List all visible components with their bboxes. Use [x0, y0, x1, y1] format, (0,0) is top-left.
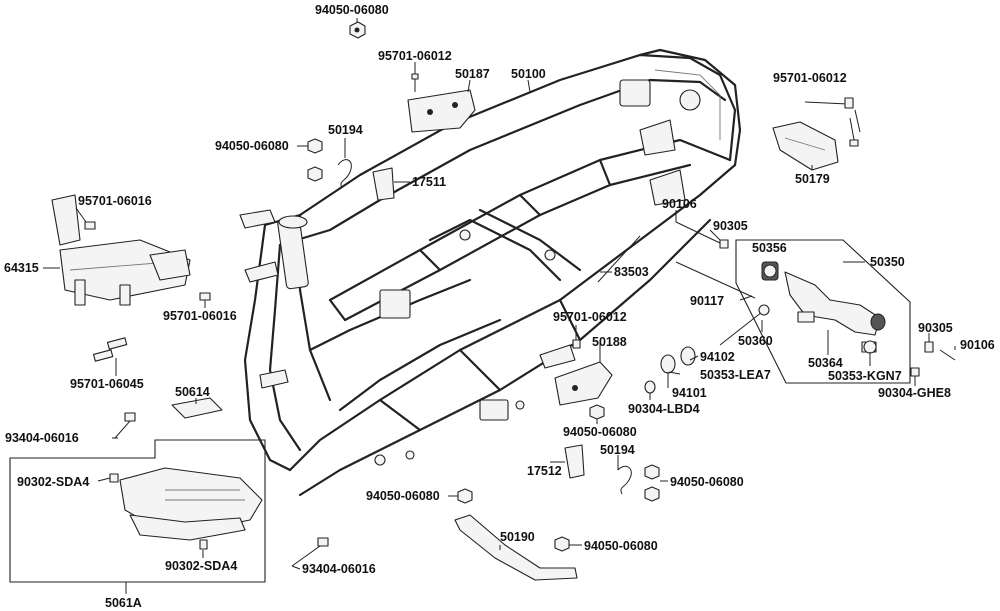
label-50187: 50187: [455, 67, 490, 81]
label-90106-a: 90106: [662, 197, 697, 211]
label-50364: 50364: [808, 356, 843, 370]
label-90302-sda4-a: 90302-SDA4: [17, 475, 89, 489]
label-50190: 50190: [500, 530, 535, 544]
label-94102: 94102: [700, 350, 735, 364]
label-94050-06080-c: 94050-06080: [563, 425, 637, 439]
label-90302-sda4-b: 90302-SDA4: [165, 559, 237, 573]
label-95701-06012-b: 95701-06012: [773, 71, 847, 85]
guard-50190: [454, 514, 578, 581]
label-93404-06016-a: 93404-06016: [5, 431, 79, 445]
leader-lines: [43, 18, 956, 594]
swing-link-assembly: [735, 239, 911, 384]
label-50353-kgn7: 50353-KGN7: [828, 369, 902, 383]
clip-50194-b: [617, 465, 632, 495]
part-labels: 94050-06080 95701-06012 50187 50100 9570…: [4, 3, 995, 610]
label-50353-lea7: 50353-LEA7: [700, 368, 771, 382]
label-83503: 83503: [614, 265, 649, 279]
label-50614: 50614: [175, 385, 210, 399]
label-64315: 64315: [4, 261, 39, 275]
label-50194-b: 50194: [600, 443, 635, 457]
label-50360: 50360: [738, 334, 773, 348]
nut-94050-06080-top: [349, 21, 366, 39]
bolt-93404-06016-a: [114, 412, 136, 439]
label-90304-lbd4: 90304-LBD4: [628, 402, 700, 416]
shafts: [597, 221, 770, 346]
bolt-95701-06012-a: [411, 73, 419, 92]
label-94050-06080-e: 94050-06080: [366, 489, 440, 503]
label-50356: 50356: [752, 241, 787, 255]
label-50194-a: 50194: [328, 123, 363, 137]
label-90305-b: 90305: [918, 321, 953, 335]
bracket-50188: [554, 339, 613, 406]
bolts-95701-06045: [92, 337, 128, 362]
label-5061a: 5061A: [105, 596, 142, 610]
clip-50194-a: [337, 159, 352, 189]
label-95701-06012-a: 95701-06012: [378, 49, 452, 63]
label-94101: 94101: [672, 386, 707, 400]
label-94050-06080-top: 94050-06080: [315, 3, 389, 17]
label-50350: 50350: [870, 255, 905, 269]
label-17511: 17511: [412, 175, 446, 189]
nut-94050-06080-b: [307, 138, 323, 182]
label-94050-06080-d: 94050-06080: [670, 475, 744, 489]
label-95701-06016-b: 95701-06016: [163, 309, 237, 323]
spacers-94101-94102: [644, 346, 696, 394]
label-90305-a: 90305: [713, 219, 748, 233]
label-50188: 50188: [592, 335, 627, 349]
label-50179: 50179: [795, 172, 830, 186]
label-95701-06012-c: 95701-06012: [553, 310, 627, 324]
label-95701-06016-a: 95701-06016: [78, 194, 152, 208]
bracket-50187: [407, 89, 476, 133]
bolt-93404-06016-b: [291, 537, 329, 567]
washers-right: [910, 341, 956, 377]
bracket-50179: [772, 121, 839, 171]
bolts-95701-06012-b: [804, 97, 861, 147]
label-93404-06016-b: 93404-06016: [302, 562, 376, 576]
label-94050-06080-f: 94050-06080: [584, 539, 658, 553]
bracket-64315: [51, 194, 191, 306]
label-17512: 17512: [527, 464, 562, 478]
nuts-middle: [457, 404, 660, 552]
label-50100: 50100: [511, 67, 546, 81]
label-94050-06080-b: 94050-06080: [215, 139, 289, 153]
bracket-17511: [372, 167, 395, 201]
label-90117: 90117: [690, 294, 724, 308]
label-95701-06045: 95701-06045: [70, 377, 144, 391]
bracket-17512: [564, 444, 585, 479]
label-90106-b: 90106: [960, 338, 995, 352]
cover-assembly-5061a: [9, 439, 266, 583]
plate-50614: [171, 397, 223, 419]
main-frame: [239, 48, 742, 497]
label-90304-ghe8: 90304-GHE8: [878, 386, 951, 400]
